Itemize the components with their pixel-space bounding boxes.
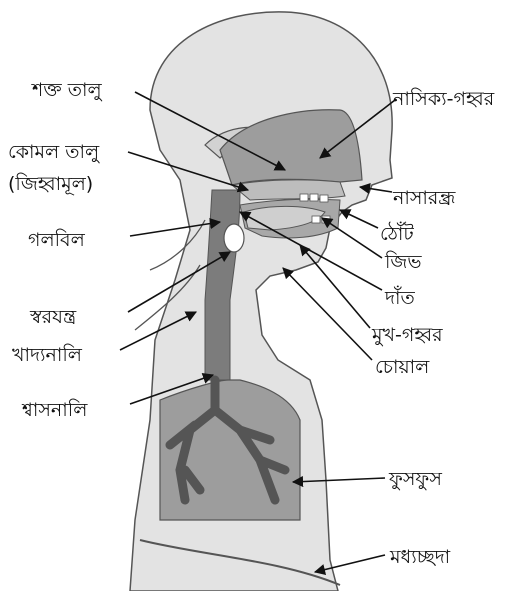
label-pharynx: গলবিল bbox=[28, 229, 86, 251]
label-nasal-cavity: নাসিক্য-গহ্বর bbox=[392, 88, 495, 110]
label-velum: (জিহ্বামূল) bbox=[8, 173, 93, 195]
label-nostril: নাসারন্ধ্র bbox=[392, 187, 456, 209]
arrow-tongue bbox=[322, 218, 382, 258]
label-mouth-cavity: মুখ-গহ্বর bbox=[371, 324, 443, 346]
label-diaphragm: মধ্যচ্ছদা bbox=[389, 546, 451, 568]
label-lips: ঠোঁট bbox=[380, 222, 414, 245]
label-hard-palate: শক্ত তালু bbox=[31, 79, 103, 101]
label-tongue: জিভ bbox=[384, 251, 422, 273]
arrow-lips bbox=[340, 210, 378, 228]
larynx bbox=[224, 224, 244, 252]
label-esophagus: খাদ্যনালি bbox=[12, 344, 83, 366]
arrow-mouth-cavity bbox=[300, 245, 370, 328]
label-trachea: শ্বাসনালি bbox=[21, 399, 88, 421]
label-teeth: দাঁত bbox=[384, 286, 415, 309]
label-soft-palate: কোমল তালু bbox=[8, 141, 100, 163]
label-jaw: চোয়াল bbox=[375, 356, 430, 378]
label-lungs: ফুসফুস bbox=[388, 468, 442, 490]
label-larynx: স্বরযন্ত্র bbox=[29, 306, 77, 328]
